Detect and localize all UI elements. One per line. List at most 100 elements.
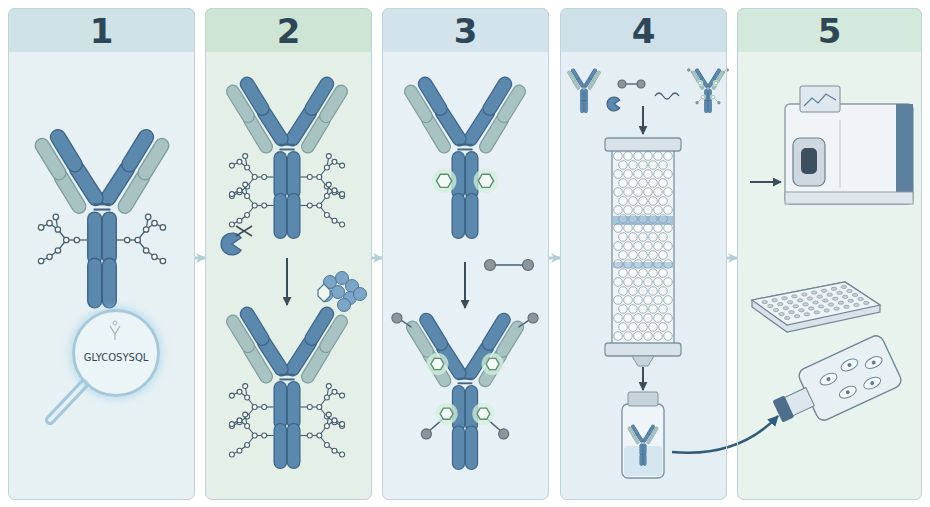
panel-grounds-part: [560, 8, 727, 52]
glycan-tree-part: [326, 384, 331, 389]
chromatography-column-part: [614, 206, 623, 215]
antibody-figure-part: [717, 101, 720, 104]
chromatography-column-part: [644, 314, 653, 323]
chromatography-column-part: [634, 242, 643, 251]
antibody-figure-part: [432, 168, 457, 193]
antibody-figure-part: [503, 327, 518, 351]
well-plate-part: [817, 295, 823, 298]
chromatography-column-part: [624, 188, 633, 197]
flow-arrow: [750, 181, 781, 183]
antibody-figure-part: [711, 95, 715, 98]
chromatography-column-part: [629, 251, 638, 260]
step-chevron: [727, 257, 737, 260]
glycan-tree-part: [229, 192, 234, 197]
glycan-tree-part: [340, 222, 345, 227]
chromatography-column-part: [629, 233, 638, 242]
antibody-figure-part: [648, 436, 652, 443]
glycan-tree-part: [229, 452, 234, 457]
scissors-symbol: [236, 226, 252, 236]
chromatography-column-part: [644, 152, 653, 161]
antibody-figure-part: [279, 144, 294, 146]
cell-flask-part: [826, 377, 831, 382]
antibody-figure-part: [287, 430, 301, 462]
antibody-figure-part: [440, 408, 453, 419]
chromatography-column-part: [605, 343, 681, 356]
antibody-figure-part: [273, 388, 287, 422]
antibody-figure-part: [584, 91, 588, 100]
chromatography-column-part: [634, 296, 643, 305]
mass-spectrometer-part: [800, 86, 840, 112]
antibody-figure-part: [287, 158, 301, 192]
chromatography-column-part: [639, 179, 648, 188]
antibody-figure-part: [279, 148, 294, 150]
glycan-tree-part: [237, 389, 242, 394]
antibody-figure-part: [425, 84, 440, 109]
antibody-figure-part: [279, 379, 294, 381]
chromatography-column-part: [664, 296, 673, 305]
scissors-symbol-part: [236, 226, 252, 236]
glycan-tree-part: [262, 405, 267, 410]
glycan-tree-part: [324, 165, 329, 170]
glycan-tree-part: [262, 203, 267, 208]
antibody-figure-part: [474, 168, 499, 193]
magnifier-lens: GLYCOSYSQL: [72, 309, 161, 398]
glycan-tree-part: [145, 214, 150, 219]
antibody-figure-part: [88, 265, 101, 301]
glycan-tree-part: [332, 448, 337, 453]
antibody-figure-part: [706, 87, 710, 88]
flow-arrow: [286, 258, 288, 305]
cell-flask-part: [796, 333, 903, 423]
chromatography-column-part: [624, 152, 633, 161]
glycan-tree-part: [237, 188, 242, 193]
chromatography-column-part: [629, 179, 638, 188]
chromatography-column-part: [654, 332, 663, 341]
well-plate-part: [794, 315, 800, 318]
well-plate-part: [807, 297, 813, 300]
step-number: 2: [206, 9, 371, 53]
antibody-figure-part: [42, 146, 59, 173]
panel-four-art-part: [637, 80, 645, 88]
well-plate-part: [772, 299, 778, 302]
chromatography-column-part: [619, 233, 628, 242]
antibody-figure-part: [466, 200, 477, 232]
cell-flask-part: [772, 395, 794, 422]
glycan-tree-part: [340, 393, 345, 398]
antibody-figure-part: [581, 102, 584, 111]
panel-grounds-part: [560, 8, 727, 500]
well-plate-part: [838, 301, 844, 304]
linker-payload: [485, 260, 534, 271]
antibody-figure-part: [584, 91, 587, 100]
chromatography-column-part: [612, 148, 674, 346]
antibody-figure-part: [649, 426, 653, 432]
well-plate-part: [782, 297, 788, 300]
chromatography-column-part: [613, 216, 673, 225]
chromatography-column-part: [664, 170, 673, 179]
antibody-figure-part: [719, 73, 723, 80]
antibody-figure-part: [486, 120, 502, 147]
antibody-figure-part: [643, 445, 646, 454]
chromatography-column-part: [649, 197, 658, 206]
antibody-figure-part: [701, 95, 705, 98]
step-chevron: [195, 257, 205, 260]
glycan-tree: [300, 154, 344, 199]
antibody-figure-part: [643, 456, 646, 464]
glycan-tree: [117, 214, 166, 264]
antibody-figure-part: [425, 84, 440, 109]
glycan-tree-part: [317, 405, 322, 410]
chromatography-column-part: [614, 278, 623, 287]
chromatography-column-part: [664, 188, 673, 197]
well-plate-part: [852, 293, 858, 296]
antibody-figure-part: [431, 358, 444, 369]
antibody-figure-part: [595, 73, 599, 80]
well-plate-part: [824, 309, 830, 312]
step-panel: 3: [382, 8, 549, 500]
well-plate-part: [832, 297, 838, 300]
glycan-tree-part: [332, 389, 337, 394]
chromatography-column-part: [659, 323, 668, 332]
antibody-figure-part: [94, 203, 111, 205]
mass-spectrometer: [785, 86, 913, 204]
antibody-figure-part: [61, 177, 79, 206]
glycan-tree-part: [262, 175, 267, 180]
antibody-figure-part: [145, 146, 162, 173]
glycan-tree-part: [324, 443, 329, 448]
